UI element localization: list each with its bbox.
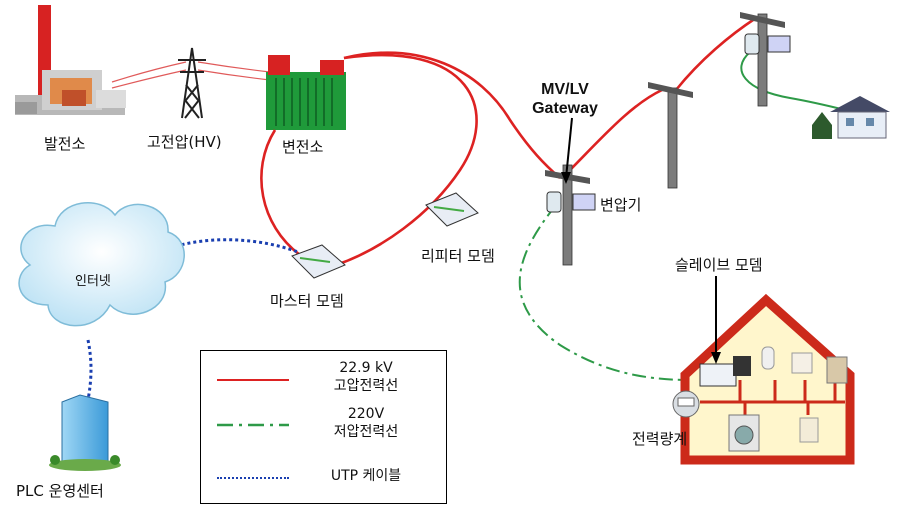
residential-house-icon [812,96,890,139]
slave-modem-pointer [711,276,721,364]
lamp-icon [761,346,775,370]
slave-modem-label: 슬레이브 모뎀 [675,256,763,274]
legend-lv-name: 저압전력선 [333,424,399,440]
master-modem-label: 마스터 모뎀 [270,292,344,310]
legend-item-lv: 220V 저압전력선 [201,403,446,443]
legend-swatch-utp [217,477,289,479]
switch-icon [799,417,819,443]
substation-label: 변전소 [282,138,324,156]
power-meter-label: 전력량계 [632,430,688,448]
plc-center-building-icon [49,394,121,471]
legend-hv-name: 고압전력선 [333,378,399,394]
transformer-label: 변압기 [600,196,642,214]
hv-tower-icon [178,47,206,119]
substation-icon [266,55,346,130]
appliance-icon [826,356,848,384]
computer-icon [733,356,751,376]
hv-power-lines [260,16,757,267]
outlet-icon [791,352,813,374]
power-meter-icon [672,390,700,418]
high-voltage-label: 고전압(HV) [147,133,222,151]
power-plant-label: 발전소 [44,135,86,153]
gateway-pointer [561,117,573,184]
legend-lv-text: 220V 저압전력선 [306,405,426,441]
legend-utp-name: UTP 케이블 [330,468,402,484]
legend-item-hv: 22.9 kV 고압전력선 [201,357,446,397]
legend-item-utp: UTP 케이블 [201,463,446,493]
utp-cables [86,238,299,401]
legend-hv-voltage: 22.9 kV [339,360,393,376]
power-plant-icon [15,5,126,115]
internet-cloud-icon [18,201,185,327]
pole-transformer-icon [546,33,791,213]
slave-modem-icon [699,363,737,387]
consumer-house [680,293,855,465]
hv-wires-plant [111,61,271,89]
plc-center-label: PLC 운영센터 [16,482,104,500]
legend-hv-text: 22.9 kV 고압전력선 [306,359,426,395]
gateway-label: MV/LV Gateway [532,81,598,117]
repeater-modem-label: 리피터 모뎀 [421,247,495,265]
master-modem-icon [291,244,346,279]
legend-swatch-hv [217,379,289,381]
repeater-modem-icon [425,192,479,227]
legend: 22.9 kV 고압전력선 220V 저압전력선 UTP 케이블 [200,350,447,504]
legend-lv-voltage: 220V [347,406,385,422]
internet-label: 인터넷 [75,274,111,289]
